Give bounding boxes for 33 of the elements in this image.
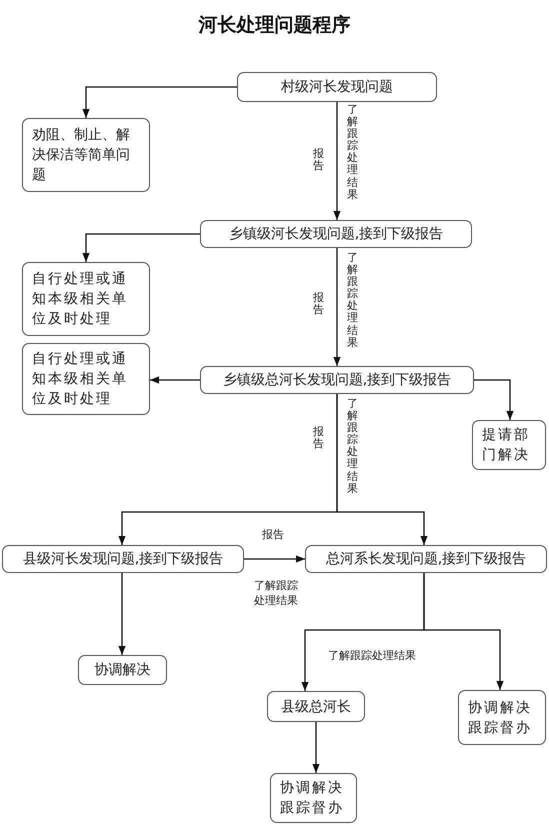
edge-label: 报告 <box>313 426 324 450</box>
feedback-note: 了解跟踪处理结果 <box>347 398 358 495</box>
arrow <box>312 722 320 773</box>
process-box: 自行处理或通知本级相关单位及时处理 <box>22 343 150 415</box>
arrow <box>150 376 200 384</box>
edge-label: 报告 <box>313 292 324 316</box>
edge-label: 报告 <box>313 148 324 172</box>
process-box: 县级总河长 <box>267 691 365 722</box>
process-box: 提请部门解决 <box>472 420 546 470</box>
arrow <box>474 379 514 420</box>
process-box: 乡镇级总河长发现问题,接到下级报告 <box>200 366 474 394</box>
edge-label: 了解跟踪处理结果 <box>328 648 416 664</box>
process-box: 村级河长发现问题 <box>237 72 437 102</box>
feedback-note: 了解跟踪处理结果 <box>347 104 358 201</box>
arrow <box>336 394 428 545</box>
title: 河长处理问题程序 <box>197 13 352 38</box>
arrow <box>82 233 200 262</box>
arrow <box>333 102 341 220</box>
process-box: 协调解决 <box>78 655 167 685</box>
edge-label: 报告 <box>262 527 284 542</box>
arrow <box>82 86 237 118</box>
process-box: 自行处理或通知本级相关单位及时处理 <box>22 262 150 336</box>
process-box: 总河系长发现问题,接到下级报告 <box>305 545 547 573</box>
process-box: 协调解决跟踪督办 <box>270 773 357 823</box>
process-box: 县级河长发现问题,接到下级报告 <box>2 545 244 573</box>
arrow <box>333 248 341 366</box>
process-box: 劝阻、制止、解决保洁等简单问题 <box>22 118 150 192</box>
arrow <box>118 573 126 655</box>
arrow <box>423 573 504 690</box>
feedback-note: 了解跟踪处理结果 <box>347 252 358 349</box>
process-box: 乡镇级河长发现问题,接到下级报告 <box>200 220 472 248</box>
process-box: 协调解决跟踪督办 <box>458 690 546 745</box>
arrow <box>244 555 305 563</box>
